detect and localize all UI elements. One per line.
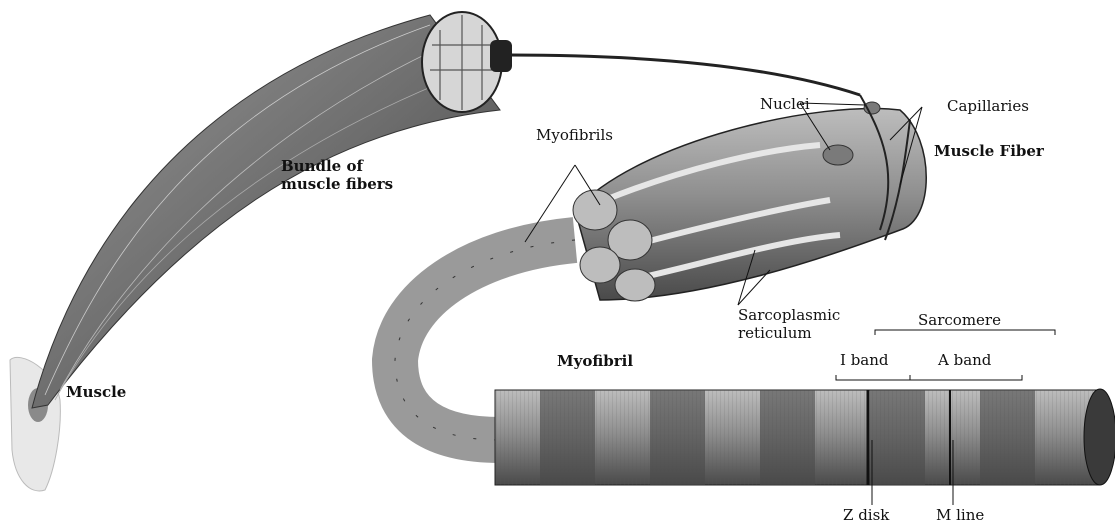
bundle-of-fibers-illustration — [32, 12, 512, 408]
myofibrils-label: Myofibrils — [536, 127, 613, 144]
myofibril-label: Myofibril — [557, 353, 633, 370]
fiber-strand — [510, 55, 860, 95]
muscle-fiber-illustration — [575, 95, 926, 300]
m-line-label: M line — [936, 507, 984, 524]
sarcoplasmic-label-line2: reticulum — [738, 325, 812, 342]
nuclei-label: Nuclei — [760, 96, 810, 113]
sarcoplasmic-label-line1: Sarcoplasmic — [738, 307, 840, 324]
muscle-label: Muscle — [66, 384, 126, 401]
muscle-fiber-label: Muscle Fiber — [934, 143, 1044, 160]
capillaries-label: Capillaries — [947, 98, 1029, 115]
bundle-label-line1: Bundle of — [281, 158, 363, 175]
bundle-label-line2: muscle fibers — [281, 176, 393, 193]
sarcomere-label: Sarcomere — [918, 312, 1001, 329]
i-band-label: I band — [840, 352, 889, 369]
a-band-label: A band — [938, 352, 991, 369]
z-disk-label: Z disk — [843, 507, 889, 524]
